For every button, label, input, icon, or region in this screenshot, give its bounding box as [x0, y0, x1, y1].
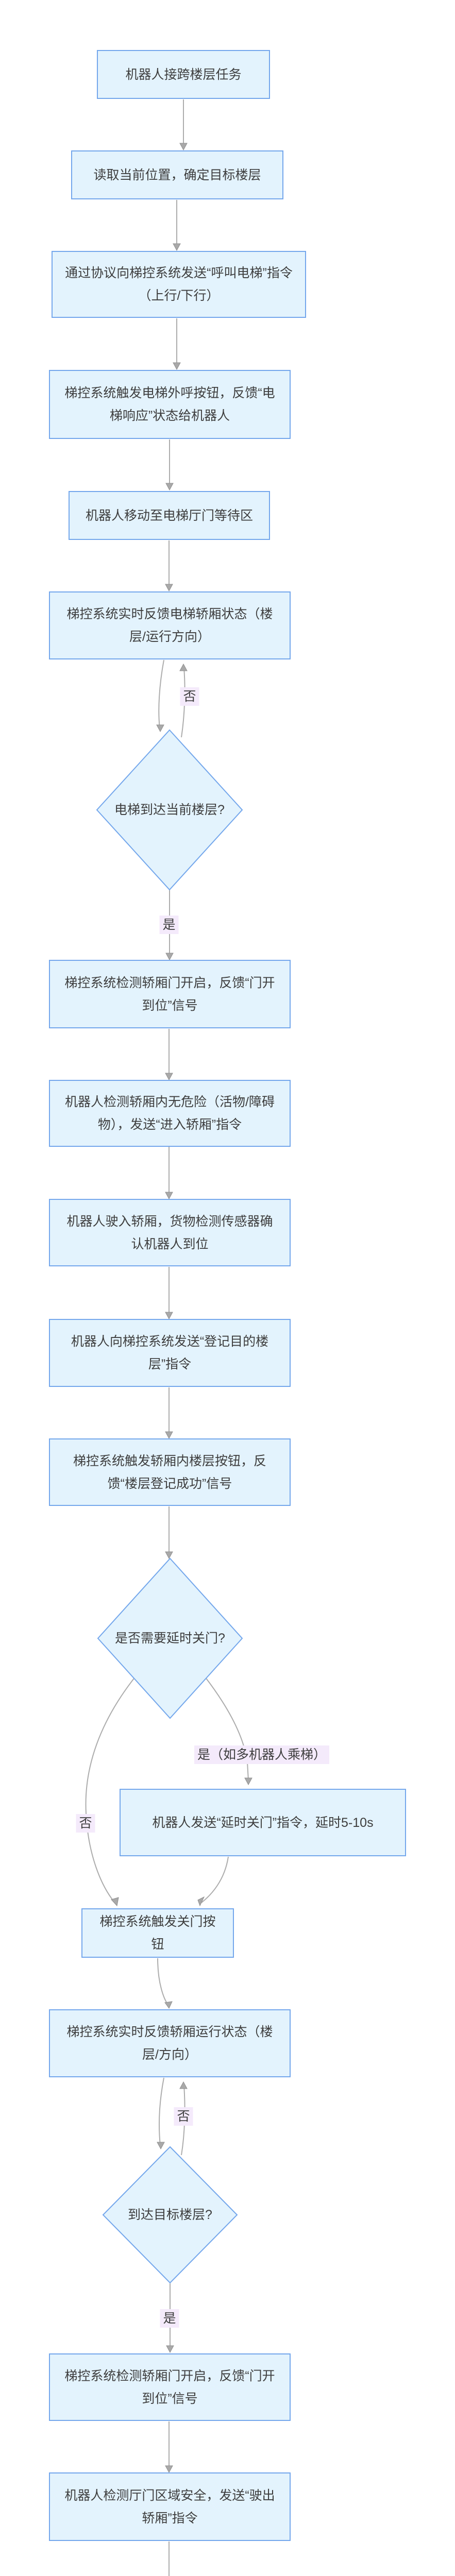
node-label: 机器人检测轿厢内无危险（活物/障碍物），发送“进入轿厢”指令: [65, 1095, 275, 1132]
node-label: 机器人向梯控系统发送“登记目的楼层”指令: [71, 1334, 269, 1371]
node-label: 梯控系统检测轿厢门开启，反馈“门开到位”信号: [64, 975, 275, 1013]
arrowhead-down-icon: [164, 2001, 173, 2009]
arrowhead-down-icon: [173, 362, 181, 370]
node-move-to-waiting-area: 机器人移动至电梯厅门等待区: [69, 491, 270, 540]
edge-n4-n5: [165, 439, 174, 491]
arrowhead-down-icon: [165, 483, 174, 491]
node-register-target-floor: 机器人向梯控系统发送“登记目的楼层”指令: [49, 1319, 291, 1387]
node-label: 梯控系统触发轿厢内楼层按钮，反馈“楼层登记成功”信号: [73, 1453, 266, 1491]
edge-n11-d2: [165, 1506, 173, 1560]
edge-n5-n6: [165, 540, 173, 592]
arrowhead-down-icon: [165, 584, 173, 592]
decision-delay-close-shape: [97, 1557, 243, 1719]
arrowhead-down-icon: [165, 953, 174, 961]
arrowhead-down-icon: [165, 1073, 173, 1081]
edge-n9-n10: [165, 1267, 173, 1320]
node-detect-door-open-2: 梯控系统检测轿厢门开启，反馈“门开到位”信号: [49, 2353, 291, 2421]
arrowhead-down-icon: [244, 1777, 252, 1786]
node-trigger-floor-button: 梯控系统触发轿厢内楼层按钮，反馈“楼层登记成功”信号: [49, 1438, 291, 1506]
edge-n2-n3: [173, 200, 181, 251]
node-read-position-determine-target: 读取当前位置，确定目标楼层: [71, 150, 283, 199]
edge-n3-n4: [173, 318, 181, 370]
node-send-delay-close-command: 机器人发送“延时关门”指令，延时5-10s: [120, 1789, 406, 1856]
node-label: 机器人发送“延时关门”指令，延时5-10s: [152, 1815, 374, 1830]
edge-n12-n13: [157, 1958, 173, 2009]
edge-n7-n8: [165, 1029, 173, 1081]
edge-n10-n11: [165, 1387, 173, 1439]
edge-n6-d1-down: [156, 659, 164, 733]
node-label: 机器人检测厅门区域安全，发送“驶出轿厢”指令: [64, 2488, 275, 2526]
arrowhead-down-icon: [165, 1192, 173, 1200]
node-send-call-elevator-command: 通过协议向梯控系统发送“呼叫电梯”指令（上行/下行）: [52, 251, 306, 318]
node-label: 梯控系统检测轿厢门开启，反馈“门开到位”信号: [64, 2368, 275, 2406]
edge-label-yes-multi-robot-d2: 是（如多机器人乘梯）: [194, 1745, 330, 1764]
node-label: 机器人接跨楼层任务: [125, 67, 242, 82]
arrowhead-down-icon: [166, 2345, 174, 2353]
node-label: 读取当前位置，确定目标楼层: [93, 167, 261, 182]
arrowhead-down-icon: [173, 243, 181, 251]
node-trigger-hall-call-button: 梯控系统触发电梯外呼按钮，反馈“电梯响应”状态给机器人: [49, 370, 291, 439]
edge-n14-n15: [165, 2421, 173, 2473]
arrowhead-up-icon: [179, 663, 188, 671]
arrowhead-down-icon: [157, 2142, 165, 2150]
node-feedback-car-running-status: 梯控系统实时反馈轿厢运行状态（楼层/方向）: [49, 2009, 291, 2077]
node-label: 梯控系统触发关门按钮: [99, 1914, 216, 1952]
arrowhead-down-icon: [111, 1897, 119, 1907]
node-label: 梯控系统实时反馈电梯轿厢状态（楼层/运行方向）: [66, 607, 273, 644]
arrowhead-up-icon: [179, 2081, 188, 2089]
edge-line: [205, 1676, 249, 1781]
node-receive-cross-floor-task: 机器人接跨楼层任务: [97, 50, 270, 99]
edge-line: [157, 1958, 168, 2005]
decision-target-floor-shape: [102, 2146, 238, 2284]
edge-d2-r1-yes: [205, 1676, 252, 1786]
node-label: 机器人驶入轿厢，货物检测传感器确认机器人到位: [66, 1214, 273, 1251]
edge-r1-n12: [197, 1856, 229, 1907]
node-feedback-car-status: 梯控系统实时反馈电梯轿厢状态（楼层/运行方向）: [49, 591, 291, 659]
edge-label-no-loop1: 否: [180, 687, 199, 706]
node-check-hall-area-exit: 机器人检测厅门区域安全，发送“驶出轿厢”指令: [49, 2472, 291, 2541]
decision-target-floor-label: 到达目标楼层?: [128, 2208, 212, 2222]
arrowhead-down-icon: [165, 1551, 173, 1560]
edge-line: [85, 1676, 136, 1903]
node-check-car-safe-enter: 机器人检测轿厢内无危险（活物/障碍物），发送“进入轿厢”指令: [49, 1080, 291, 1147]
node-detect-door-open-1: 梯控系统检测轿厢门开启，反馈“门开到位”信号: [49, 960, 291, 1028]
decision-elevator-arrived-shape: [96, 729, 243, 891]
arrowhead-down-icon: [165, 1431, 173, 1439]
arrowhead-down-icon: [156, 724, 164, 733]
node-label: 机器人移动至电梯厅门等待区: [85, 508, 253, 523]
arrowhead-down-icon: [197, 1896, 205, 1907]
edge-label-yes-d3: 是: [160, 2309, 179, 2328]
edge-label-yes-d1: 是: [159, 916, 179, 934]
decision-delay-close-label: 是否需要延时关门?: [115, 1631, 225, 1646]
edge-n1-n2: [179, 99, 188, 151]
edge-n13-d3-down: [157, 2077, 165, 2150]
edge-line: [159, 2077, 164, 2146]
edge-n8-n9: [165, 1147, 173, 1200]
arrowhead-down-icon: [165, 1312, 173, 1320]
arrowhead-down-icon: [165, 2465, 173, 2473]
arrowhead-down-icon: [179, 143, 188, 151]
node-label: 梯控系统触发电梯外呼按钮，反馈“电梯响应”状态给机器人: [64, 386, 275, 423]
edge-n15-n16: [168, 2541, 170, 2576]
node-drive-into-car-confirm: 机器人驶入轿厢，货物检测传感器确认机器人到位: [49, 1199, 291, 1266]
edge-label-no-loop3: 否: [174, 2107, 193, 2126]
edge-d2-n12-no: [85, 1676, 136, 1907]
node-label: 通过协议向梯控系统发送“呼叫电梯”指令（上行/下行）: [65, 266, 293, 303]
edge-label-no-d2: 否: [76, 1814, 95, 1833]
edge-line: [201, 1856, 229, 1903]
node-trigger-close-door-button: 梯控系统触发关门按钮: [81, 1908, 234, 1958]
node-label: 梯控系统实时反馈轿厢运行状态（楼层/方向）: [66, 2025, 273, 2062]
decision-elevator-arrived-label: 电梯到达当前楼层?: [114, 803, 225, 817]
edge-line: [158, 659, 164, 729]
